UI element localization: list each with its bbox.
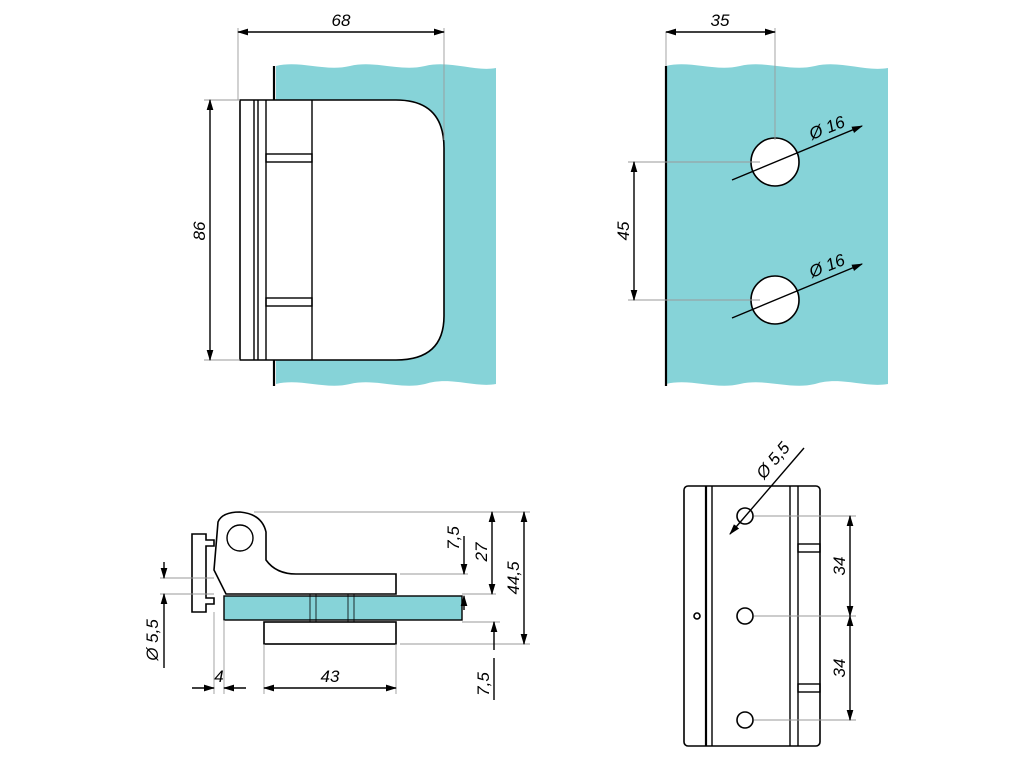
section-depth-dim: 27	[472, 542, 491, 562]
mount-spacing-top-dim: 34	[830, 557, 849, 576]
mount-hole-middle	[736, 607, 754, 625]
front-height-dim: 86	[190, 221, 209, 240]
mount-hole-bottom	[736, 711, 754, 729]
section-screw-dia-dim: Ø 5,5	[143, 619, 162, 662]
front-view: 68 86	[190, 11, 496, 386]
cutout-glass-panel	[666, 64, 888, 386]
section-edge-dim: 4	[214, 667, 223, 686]
section-wall-profile	[191, 533, 215, 613]
section-view: 7,5 27 44,5 7,5 Ø 5,5 4 43	[143, 510, 530, 700]
mount-screw-dia-dim: Ø 5,5	[752, 438, 794, 483]
section-glass	[223, 595, 463, 621]
front-hinge-body	[239, 99, 445, 361]
front-width-dim: 68	[332, 11, 351, 30]
section-hinge-body	[213, 511, 397, 595]
glass-cutout-view: 35 45 Ø 16 Ø 16	[614, 11, 888, 386]
section-clamp-dim: 43	[321, 667, 340, 686]
cutout-spacing-dim: 45	[614, 221, 633, 240]
mount-spacing-bottom-dim: 34	[830, 659, 849, 678]
cutout-offset-dim: 35	[711, 11, 730, 30]
section-pivot-dim: 7,5	[444, 526, 463, 550]
mount-view: 34 34 Ø 5,5	[683, 438, 856, 747]
section-lower-clamp	[263, 621, 397, 645]
section-lower-dim: 7,5	[474, 672, 493, 696]
section-total-dim: 44,5	[504, 561, 523, 595]
